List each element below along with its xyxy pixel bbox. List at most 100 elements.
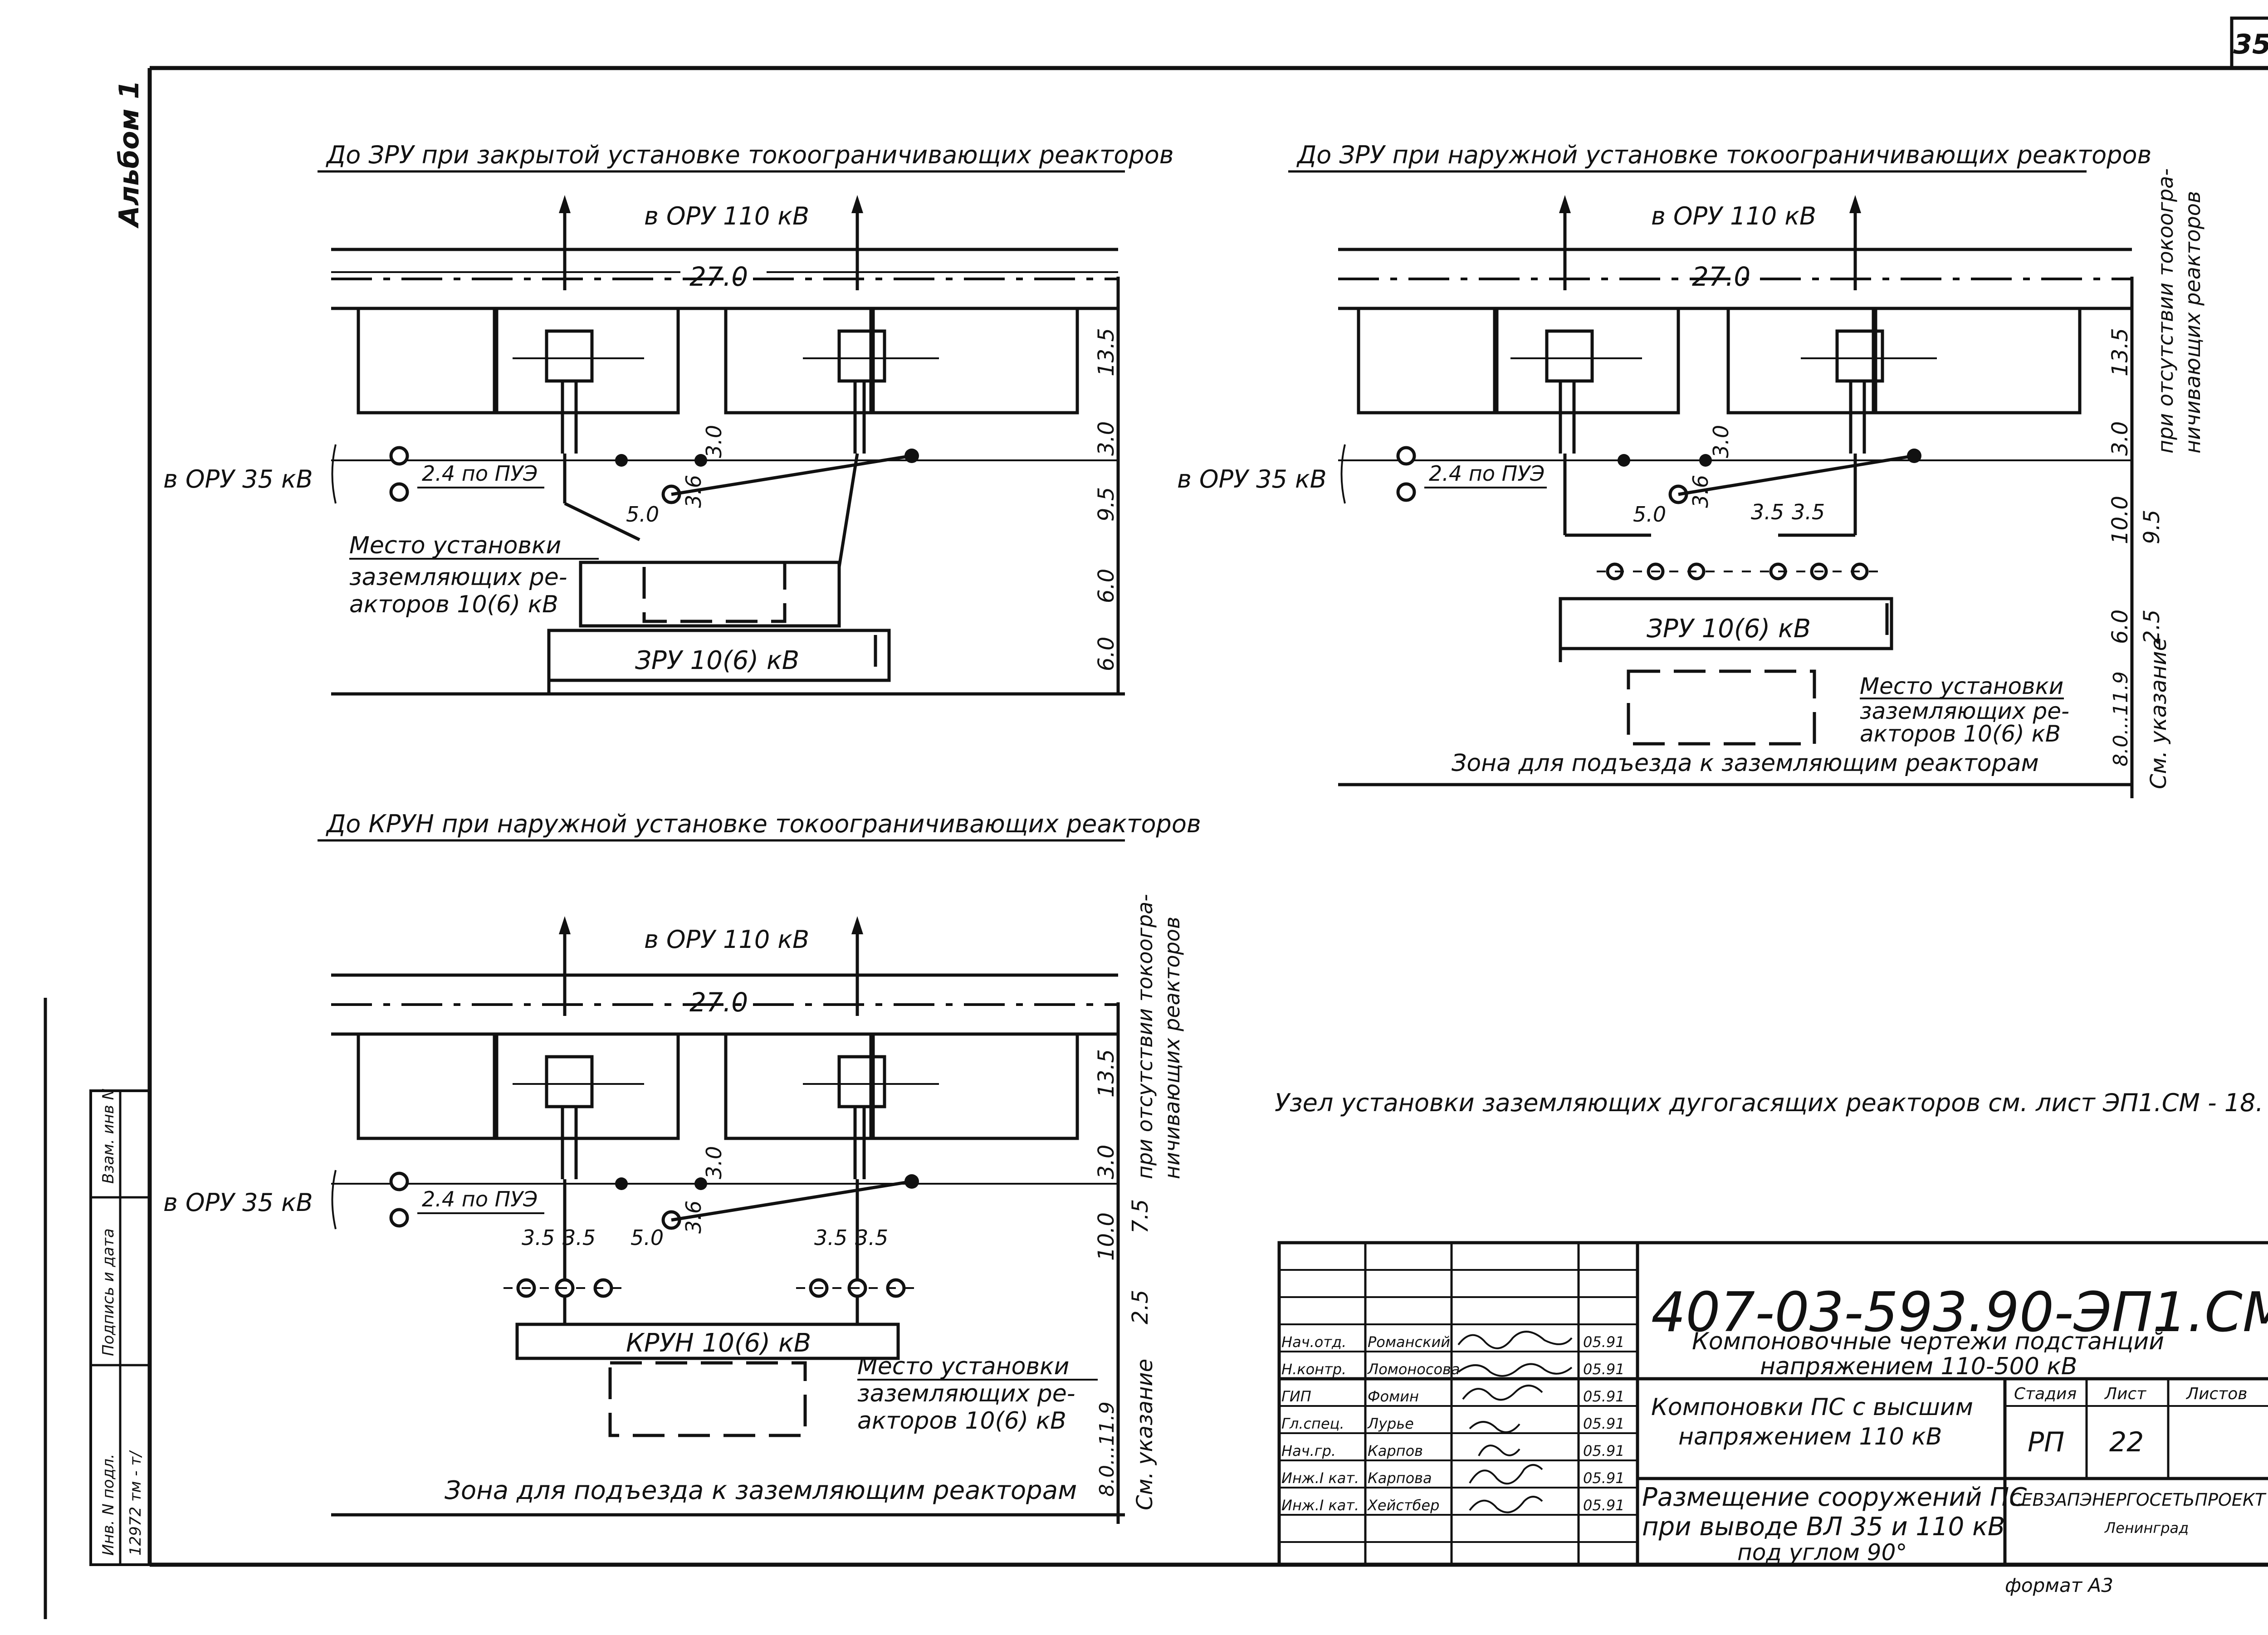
sheet-no-value: 22 — [2109, 1426, 2144, 1458]
switchgear-label: КРУН 10(6) кВ — [626, 1328, 811, 1358]
oru35-label: в ОРУ 35 кВ — [163, 1188, 313, 1217]
place-line1: Место установки — [1860, 673, 2063, 699]
stage-header: Стадия — [2014, 1385, 2077, 1403]
row-date: 05.91 — [1583, 1415, 1625, 1432]
place-line2: заземляющих ре- — [857, 1380, 1075, 1407]
project-line1: Компоновочные чертежи подстанций — [1692, 1328, 2164, 1355]
vdim-2: 3.0 — [2107, 421, 2133, 456]
row-name: Фомин — [1368, 1388, 1419, 1405]
place-line3: акторов 10(6) кВ — [857, 1407, 1066, 1435]
see-note: См. указание — [2146, 638, 2171, 789]
page-number: 35 — [2233, 29, 2268, 60]
stage-value: РП — [2028, 1426, 2064, 1458]
side-stamp-sign-date: Подпись и дата — [99, 1228, 117, 1356]
access-zone: Зона для подъезда к заземляющим реактора… — [445, 1476, 1077, 1505]
row-name: Лурье — [1367, 1415, 1414, 1432]
vdim-1: 13.5 — [1094, 1049, 1119, 1098]
sheet-header: Лист — [2104, 1385, 2146, 1403]
dim-width: 27.0 — [1692, 261, 1750, 292]
d35-3: 3.5 — [814, 1225, 847, 1250]
vdim-3: 9.5 — [1094, 487, 1119, 522]
row-role: Нач.гр. — [1281, 1442, 1336, 1459]
row-date: 05.91 — [1583, 1388, 1625, 1405]
oru35-label: в ОРУ 35 кВ — [163, 465, 313, 493]
side-stamp-inv: Инв. N подл. — [99, 1454, 117, 1556]
d363: 3.6 — [681, 1201, 706, 1234]
dim-width: 27.0 — [689, 987, 748, 1018]
diagram-zru-closed: До ЗРУ при закрытой установке токоограни… — [163, 141, 1174, 696]
row-date: 05.91 — [1583, 1469, 1625, 1487]
doc-code: 407-03-593.90-ЭП1.СМ — [1651, 1281, 2268, 1344]
diagram-title: До ЗРУ при наружной установке токоограни… — [1296, 141, 2151, 169]
row-date: 05.91 — [1583, 1497, 1625, 1514]
vdim-1: 13.5 — [2107, 328, 2133, 376]
diagram-krun-outdoor: До КРУН при наружной установке токоогран… — [163, 810, 1201, 1524]
row-role: Инж.I кат. — [1281, 1469, 1359, 1487]
side-label-2: ничивающих реакторов — [2180, 191, 2205, 454]
pue-label: 2.4 по ПУЭ — [422, 461, 538, 486]
diagram-title: До КРУН при наружной установке токоогран… — [326, 810, 1201, 838]
row-date: 05.91 — [1583, 1361, 1625, 1378]
switchgear-label: ЗРУ 10(6) кВ — [635, 646, 799, 675]
row-name: Карпова — [1368, 1469, 1432, 1487]
d50: 5.0 — [1633, 502, 1666, 527]
vdim-1: 13.5 — [1094, 328, 1119, 376]
d35a: 3.5 — [1751, 500, 1784, 524]
row-role: Нач.отд. — [1281, 1333, 1346, 1351]
sheets-header: Листов — [2185, 1385, 2247, 1403]
d363: 3.6 — [681, 475, 706, 508]
vdim-4: 9.5 — [2139, 510, 2165, 544]
side-stamp-vzam: Взам. инв N — [99, 1088, 117, 1184]
place-line1: Место установки — [349, 532, 561, 559]
row-date: 05.91 — [1583, 1442, 1625, 1459]
side-label-1: при отсутствии токоогра- — [1133, 894, 1157, 1179]
d30: 3.0 — [702, 425, 726, 458]
d30: 3.0 — [1709, 425, 1733, 458]
see-note: См. указание — [1132, 1359, 1158, 1510]
place-line1: Место установки — [857, 1353, 1069, 1380]
oru35-label: в ОРУ 35 кВ — [1177, 465, 1327, 493]
vdim-5: 2.5 — [1128, 1290, 1153, 1324]
vdim-4: 10.0 — [1094, 1212, 1119, 1261]
row-date: 05.91 — [1583, 1333, 1625, 1351]
vdim-6: 8.0...11.9 — [1095, 1401, 1119, 1497]
vdim-5: 6.0 — [2107, 610, 2133, 644]
vdim-7: 8.0...11.9 — [2109, 671, 2132, 766]
d50: 5.0 — [631, 1225, 664, 1250]
vdim-4: 6.0 — [1094, 569, 1119, 603]
d363: 3.6 — [1688, 475, 1713, 508]
row-name: Ломоносова — [1367, 1361, 1460, 1378]
side-label-1: при отсутствии токоогра- — [2153, 168, 2178, 454]
d35-2: 3.5 — [562, 1225, 596, 1250]
oru110-label: в ОРУ 110 кВ — [644, 202, 809, 230]
section-line2: напряжением 110 кВ — [1678, 1423, 1942, 1450]
place-line3: акторов 10(6) кВ — [349, 591, 558, 618]
row-role: ГИП — [1281, 1388, 1311, 1405]
row-role: Гл.спец. — [1281, 1415, 1344, 1432]
vdim-3: 10.0 — [2107, 496, 2133, 544]
vdim-6: 2.5 — [2139, 610, 2165, 644]
side-stamp-inv-value: 12972 тм - т/ — [127, 1450, 145, 1556]
side-label-2: ничивающих реакторов — [1160, 917, 1184, 1179]
project-line2: напряжением 110-500 кВ — [1760, 1353, 2077, 1380]
sheet-title-3: под углом 90° — [1737, 1539, 1907, 1566]
signature-rows: Нач.отд. Романский 05.91 Н.контр. Ломоно… — [1281, 1333, 1625, 1514]
title-block — [1277, 1241, 2268, 1567]
place-line3: акторов 10(6) кВ — [1860, 721, 2061, 747]
diagram-zru-outdoor: До ЗРУ при наружной установке токоограни… — [1177, 141, 2205, 798]
row-name: Карпов — [1368, 1442, 1423, 1459]
pue-label: 2.4 по ПУЭ — [1429, 461, 1545, 486]
album-label: Альбом 1 — [113, 80, 145, 229]
sheet-title-1: Размещение сооружений ПС — [1642, 1483, 2027, 1512]
dim-width: 27.0 — [689, 261, 748, 292]
section-line1: Компоновки ПС с высшим — [1651, 1394, 1973, 1421]
format-label: формат A3 — [2005, 1574, 2113, 1596]
reactor-note: Узел установки заземляющих дугогасящих р… — [1275, 1088, 2263, 1117]
vdim-3: 7.5 — [1128, 1199, 1153, 1234]
oru110-label: в ОРУ 110 кВ — [1651, 202, 1816, 230]
oru110-label: в ОРУ 110 кВ — [644, 925, 809, 954]
org-name: СЕВЗАПЭНЕРГОСЕТЬПРОЕКТ — [2009, 1490, 2267, 1510]
place-line2: заземляющих ре- — [1860, 698, 2069, 724]
d35-1: 3.5 — [522, 1225, 555, 1250]
